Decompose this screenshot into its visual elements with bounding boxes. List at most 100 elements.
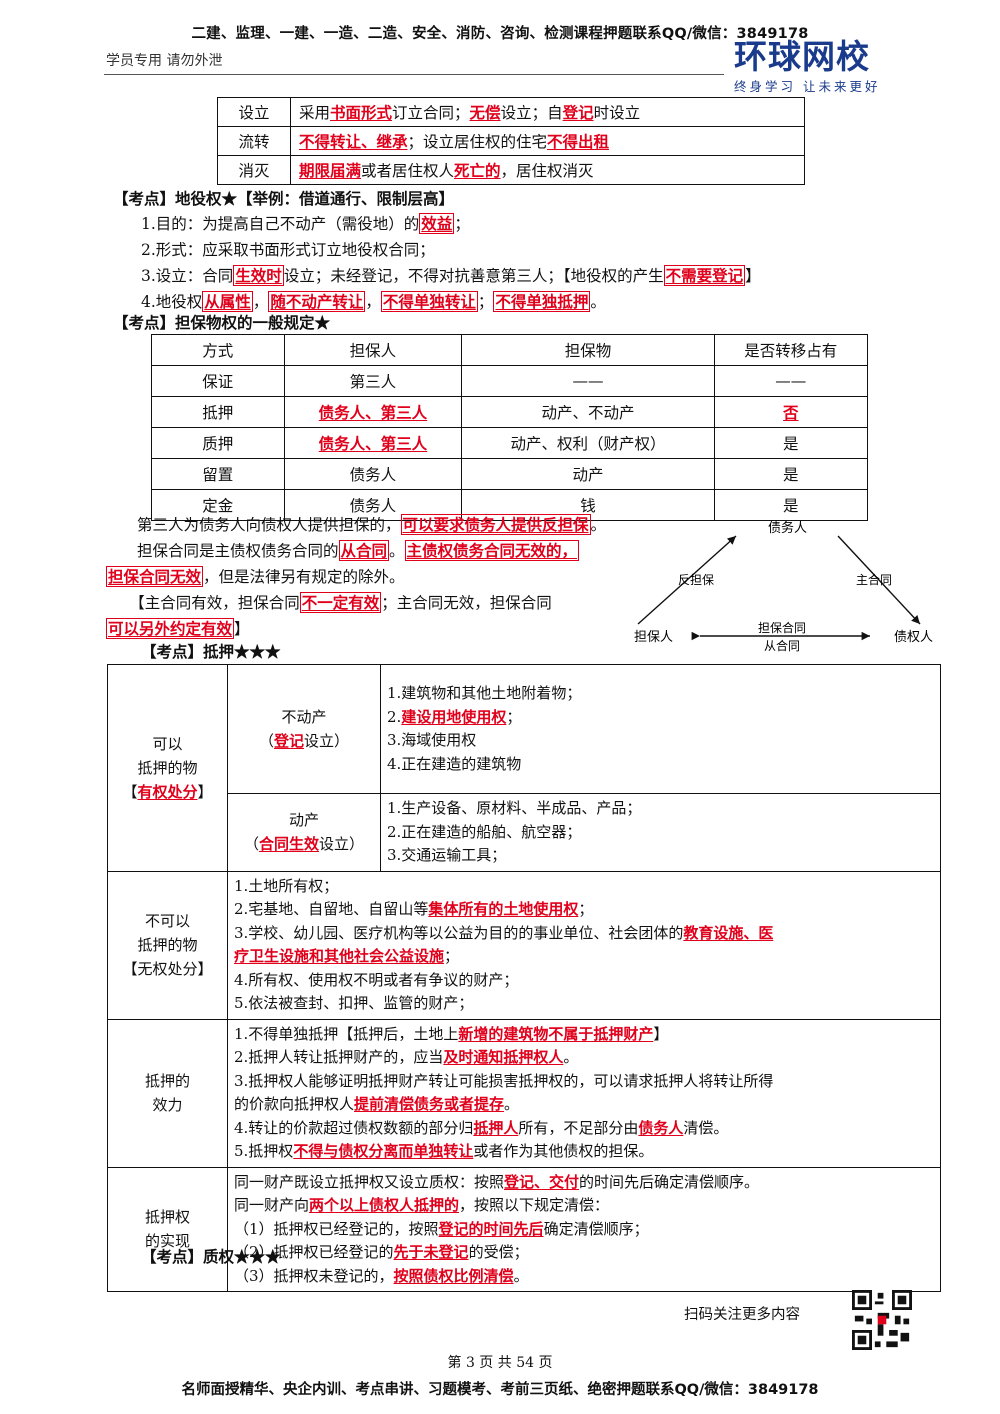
table-cell: 债务人、第三人 — [283, 396, 463, 428]
table-cell: —— — [713, 365, 869, 397]
text-run: ， — [252, 293, 269, 311]
mortgage-realize-label: 抵押权 的实现 — [107, 1166, 228, 1292]
residence-right-table: 设立采用书面形式订立合同；无偿设立；自登记时设立流转不得转让、继承；设立居住权的… — [217, 97, 805, 185]
text-run: 2.宅基地、自留地、自留山等 — [234, 900, 429, 918]
qr-code-icon[interactable] — [852, 1290, 912, 1350]
text-run: ，居住权消灭 — [500, 162, 594, 180]
text-run: 4.正在建造的建筑物 — [387, 754, 522, 773]
cell-text: 是 — [783, 435, 799, 453]
text-run: 2. — [387, 707, 402, 726]
table-cell: 动产、不动产 — [461, 396, 715, 428]
text-run: ，按照以下规定清偿： — [459, 1196, 610, 1214]
text-line: （3）抵押权未登记的，按照债权比例清偿。 — [234, 1265, 934, 1289]
column-header: 方式 — [151, 334, 285, 366]
text-line: 3.交通运输工具； — [387, 844, 934, 868]
text-run: 3.海域使用权 — [387, 731, 477, 749]
cannot-mortgage-label: 不可以 抵押的物 【无权处分】 — [107, 870, 228, 1020]
emphasis-text: 不得出租 — [547, 132, 610, 151]
emphasis-text: 登记、交付 — [504, 1172, 580, 1191]
text-run: 2.形式：应采取书面形式订立地役权合同； — [141, 241, 435, 259]
text-line: 3.抵押权人能够证明抵押财产转让可能损害抵押权的，可以请求抵押人将转让所得 — [234, 1070, 934, 1094]
text-run: （ — [258, 732, 274, 750]
table-cell: 是 — [713, 489, 869, 521]
cannot-mortgage-items: 1.土地所有权； 2.宅基地、自留地、自留山等集体所有的土地使用权；3.学校、幼儿… — [227, 870, 941, 1020]
easement-lines: 1.目的：为提高自己不动产（需役地）的效益； 2.形式：应采取书面形式订立地役权合… — [141, 211, 761, 315]
creditor-node: 债权人 — [894, 629, 933, 645]
text-line: 第三人为债务人向债权人提供担保的，可以要求债务人提供反担保。 — [106, 512, 606, 538]
table-cell: 债务人 — [283, 458, 463, 490]
text-run: ； — [477, 293, 494, 311]
cell-text: 是 — [783, 466, 799, 484]
cell-text: 抵押 — [202, 404, 234, 422]
cell-text: 动产 — [572, 466, 604, 484]
cell-text: 钱 — [580, 497, 596, 515]
emphasis-text: 不得转让、继承 — [299, 132, 408, 151]
emphasis-text: 先于未登记 — [393, 1243, 469, 1261]
cell-text: 定金 — [202, 497, 234, 515]
text-line: 同一财产向两个以上债权人抵押的，按照以下规定清偿： — [234, 1194, 934, 1218]
main-contract-label: 主合同 — [856, 572, 892, 587]
table-cell: 是 — [713, 458, 869, 490]
table-cell: 钱 — [461, 489, 715, 521]
text-line: 2.宅基地、自留地、自留山等集体所有的土地使用权； — [234, 898, 934, 922]
text-run: （2）抵押权已经登记的 — [234, 1243, 394, 1261]
mortgage-table: 可以 抵押的物 【有权处分】 不动产 （登记设立） 1.建筑物和其他土地附着物；… — [107, 664, 941, 1292]
guarantee-relation-diagram: 债务人 反担保 主合同 担保人 债权人 担保合同 从合同 — [634, 520, 933, 653]
text-run: 。 — [504, 1095, 520, 1113]
text-run: 担保合同是主债权债务合同的 — [106, 542, 339, 560]
text-line: 2.建设用地使用权； — [387, 706, 934, 730]
table-cell: 是 — [713, 427, 869, 459]
boxed-emphasis-text: 随不动产转让 — [268, 291, 366, 312]
emphasis-text: 疗卫生设施和其他社会公益设施 — [234, 947, 445, 965]
text-line: 【主合同有效，担保合同不一定有效；主合同无效，担保合同 — [106, 590, 606, 616]
table-row: 留置债务人 动产 是 — [151, 458, 869, 490]
pledge-title: 【考点】质权★★★ — [141, 1247, 281, 1266]
table-cell: 定金 — [151, 489, 285, 521]
logo-slogan: 终身学习 让未来更好 — [734, 79, 881, 94]
table-row: 保证第三人———— — [151, 365, 869, 397]
text-run: 采用 — [299, 104, 331, 122]
cell-text: 债务人、第三人 — [318, 403, 428, 422]
text-line: 1.目的：为提高自己不动产（需役地）的效益； — [141, 211, 761, 237]
text-run: 确定清偿顺序； — [543, 1219, 649, 1238]
emphasis-text: 建设用地使用权 — [401, 707, 507, 726]
text-run: ； — [578, 900, 594, 918]
table-header-row: 方式担保人担保物是否转移占有 — [151, 334, 869, 366]
text-line: 3.设立：合同生效时设立；未经登记，不得对抗善意第三人；【地役权的产生不需要登记… — [141, 263, 761, 289]
text-run: （3）抵押权未登记的， — [234, 1266, 394, 1285]
text-run: 。 — [590, 516, 607, 534]
table-cell: 第三人 — [283, 365, 463, 397]
text-run: 的时间先后确定清偿顺序。 — [579, 1172, 760, 1191]
emphasis-text: 死亡的 — [454, 161, 501, 180]
text-line: 疗卫生设施和其他社会公益设施； — [234, 945, 934, 969]
cell-text: 否 — [783, 403, 799, 422]
table-cell: 否 — [713, 396, 869, 428]
text-line: 担保合同是主债权债务合同的从合同。主债权债务合同无效的， — [106, 538, 606, 564]
table-row: 定金 债务人 钱 是 — [151, 489, 869, 521]
cell-text: 债务人 — [349, 497, 397, 515]
mortgage-effect-items: 1.不得单独抵押【抵押后，土地上新增的建筑物不属于抵押财产】2.抵押人转让抵押财… — [227, 1018, 941, 1168]
boxed-emphasis-text: 担保合同无效 — [106, 566, 204, 587]
student-note: 学员专用 请勿外泄 — [106, 53, 223, 69]
sub-contract-label: 从合同 — [764, 638, 800, 653]
text-run: （1）抵押权已经登记的，按照 — [234, 1219, 439, 1238]
table-row: 抵押 债务人、第三人 动产、不动产 否 — [151, 396, 869, 428]
cell-text: 债务人、第三人 — [318, 434, 428, 453]
boxed-emphasis-text: 可以另外约定有效 — [106, 618, 235, 639]
boxed-emphasis-text: 不一定有效 — [299, 592, 382, 613]
boxed-emphasis-text: 主债权债务合同无效的， — [404, 540, 580, 561]
boxed-emphasis-text: 效益 — [419, 213, 455, 234]
guarantor-node: 担保人 — [634, 630, 673, 645]
text-run: 。 — [590, 293, 606, 311]
text-line: 4.转让的价款超过债权数额的部分归抵押人所有，不足部分由债务人清偿。 — [234, 1117, 934, 1141]
mortgage-title: 【考点】抵押★★★ — [141, 642, 281, 661]
text-run: 同一财产向 — [234, 1196, 310, 1214]
text-run: ； — [454, 215, 470, 233]
text-run: 1.土地所有权； — [234, 876, 339, 895]
emphasis-text: 书面形式 — [330, 103, 393, 122]
table-cell: 保证 — [151, 365, 285, 397]
text-line: 3.学校、幼儿园、医疗机构等以公益为目的的事业单位、社会团体的教育设施、医 — [234, 922, 934, 946]
row-key: 流转 — [217, 126, 291, 156]
boxed-emphasis-text: 生效时 — [233, 265, 284, 286]
table-cell: 留置 — [151, 458, 285, 490]
